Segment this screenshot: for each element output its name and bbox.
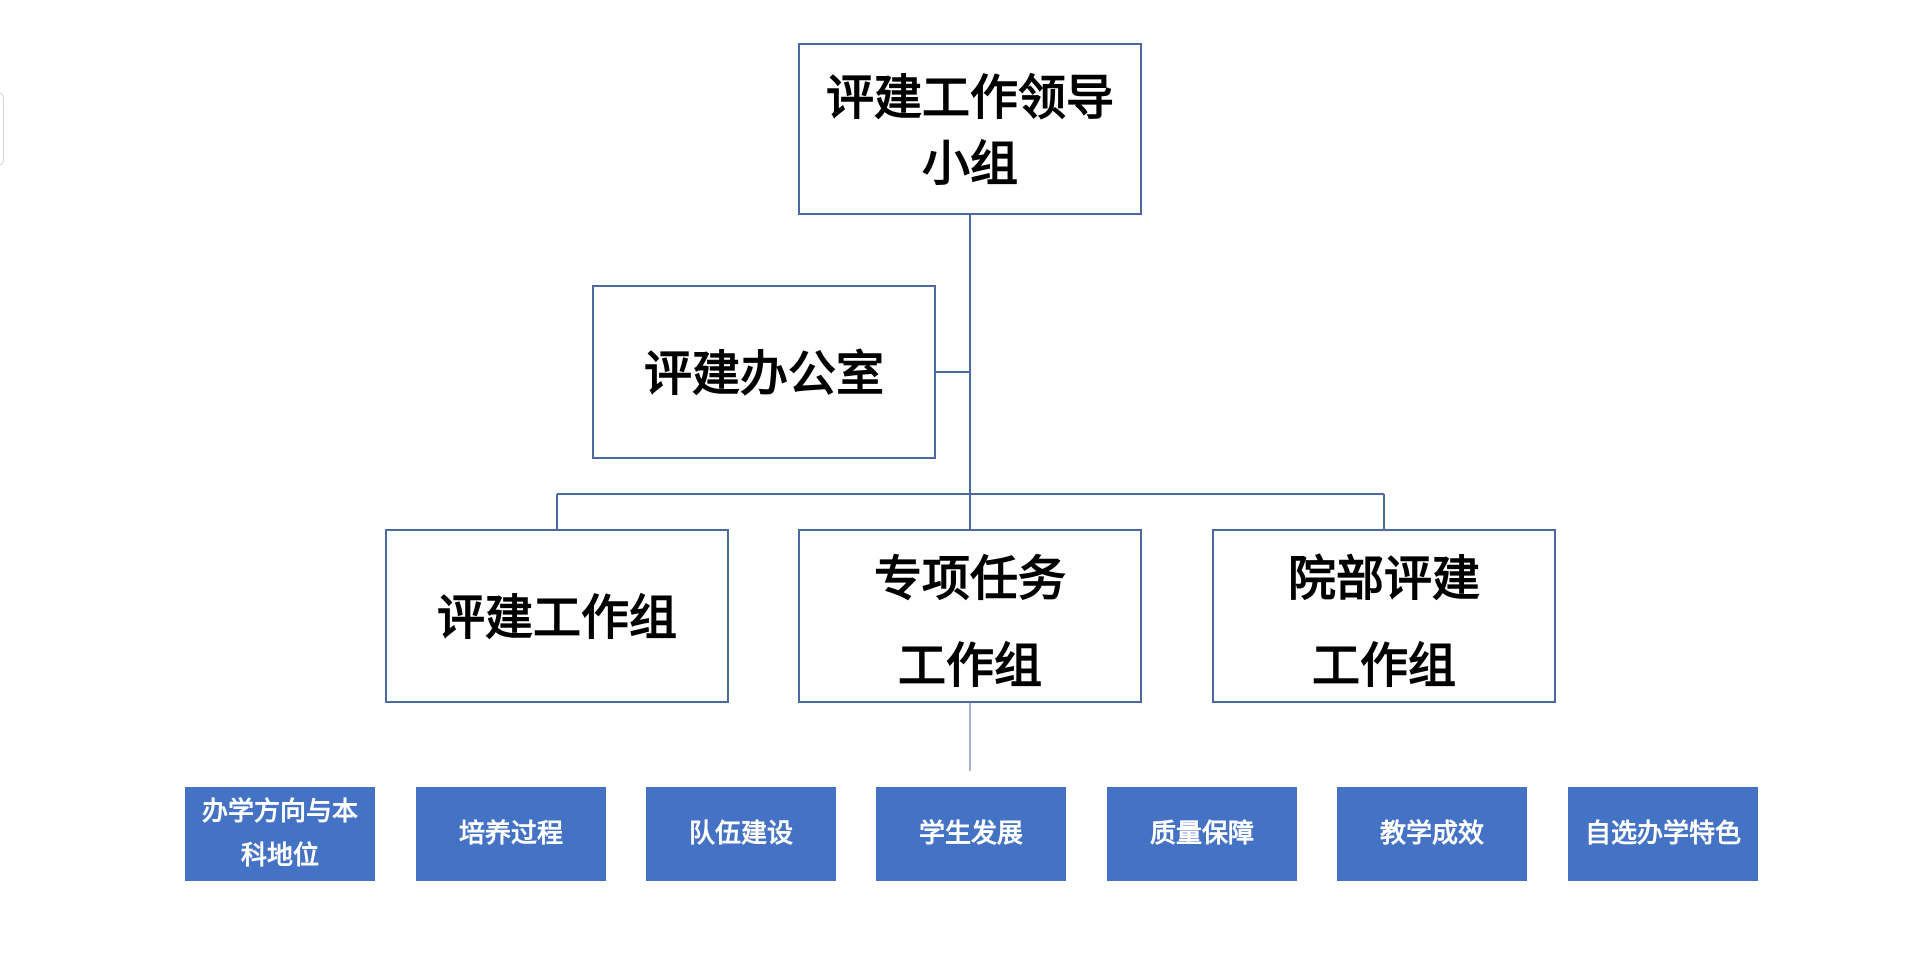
task-label-line1: 办学方向与本 xyxy=(201,797,358,827)
task-box-outcomes: 教学成效 xyxy=(1337,787,1527,881)
leader-group-label-line1: 评建工作领导 xyxy=(825,70,1114,126)
task-box-students: 学生发展 xyxy=(876,787,1066,881)
task-box-direction: 办学方向与本 科地位 xyxy=(185,787,375,881)
task-label: 自选办学特色 xyxy=(1584,819,1741,849)
office-box: 评建办公室 xyxy=(592,285,936,459)
special-task-group-box: 专项任务 工作组 xyxy=(798,529,1142,703)
work-group-box: 评建工作组 xyxy=(385,529,729,703)
special-task-group-label-line2: 工作组 xyxy=(897,638,1042,694)
task-box-staff: 队伍建设 xyxy=(646,787,836,881)
department-group-label-line2: 工作组 xyxy=(1311,638,1456,694)
leader-group-label-line2: 小组 xyxy=(921,136,1018,192)
work-group-label: 评建工作组 xyxy=(436,590,677,646)
leader-group-box: 评建工作领导 小组 xyxy=(798,43,1142,215)
task-box-features: 自选办学特色 xyxy=(1568,787,1758,881)
department-group-label-line1: 院部评建 xyxy=(1287,551,1480,607)
task-label: 教学成效 xyxy=(1379,819,1484,849)
special-task-group-label-line1: 专项任务 xyxy=(873,551,1066,607)
task-label: 队伍建设 xyxy=(688,819,793,849)
task-box-quality: 质量保障 xyxy=(1107,787,1297,881)
task-label: 质量保障 xyxy=(1149,819,1254,849)
department-group-box: 院部评建 工作组 xyxy=(1212,529,1556,703)
task-box-training: 培养过程 xyxy=(416,787,606,881)
task-label: 培养过程 xyxy=(458,819,563,849)
task-label-line2: 科地位 xyxy=(240,841,319,871)
office-label: 评建办公室 xyxy=(643,346,884,402)
task-label: 学生发展 xyxy=(918,819,1023,849)
